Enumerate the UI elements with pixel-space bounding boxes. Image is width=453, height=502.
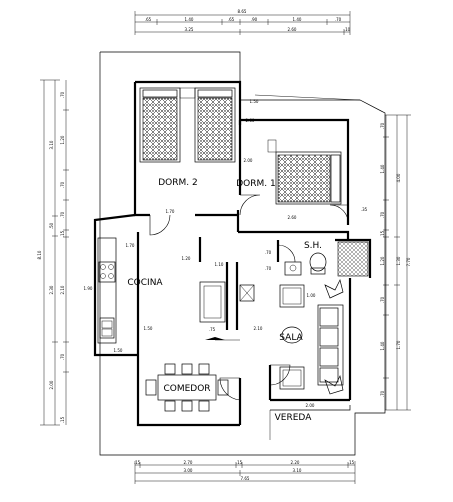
bottom-total-dim: 7.65	[241, 476, 250, 481]
interior-dim-5: 1.20	[182, 256, 191, 261]
bottom-dim-7: 3.10	[293, 468, 302, 473]
right-dim-1: 4.00	[396, 173, 401, 182]
room-label-sh: S.H.	[304, 241, 322, 251]
bottom-dim-6: 3.00	[184, 468, 193, 473]
interior-dim-17: 1.50	[144, 326, 153, 331]
interior-dim-2: 1.70	[126, 243, 135, 248]
top-dim-8: 2.60	[288, 27, 297, 32]
kitchen: COCINA	[97, 237, 163, 344]
left-dim-2: .50	[49, 222, 54, 229]
interior-dim-13: 1.50	[114, 348, 123, 353]
right-inner-dim-7: 1.40	[380, 341, 385, 350]
top-dim-7: 3.25	[185, 27, 194, 32]
bottom-dim-4: 2.20	[291, 460, 300, 465]
right-inner-dim-5: 1.20	[380, 256, 385, 265]
left-inner-dim-8: .15	[60, 416, 65, 423]
top-dim-6: .70	[335, 17, 342, 22]
interior-dim-8: .35	[361, 207, 368, 212]
left-dim-1: 3.10	[49, 140, 54, 149]
doors	[149, 194, 349, 401]
interior-dim-16: 1.00	[307, 293, 316, 298]
service-block	[199, 281, 255, 341]
roof-outline	[99, 51, 386, 456]
interior-dim-14: 2.10	[254, 326, 263, 331]
left-inner-dim-6: 2.10	[60, 285, 65, 294]
interior-dim-11: .70	[265, 266, 272, 271]
interior-dimensions: 1.70 1.70 2.60 1.50 1.20 1.10 .75 .35 2.…	[84, 99, 368, 408]
top-dim-1: .65	[145, 17, 152, 22]
bottom-dimensions: .15 2.70 .15 2.20 .15 3.00 3.10 7.65	[134, 460, 356, 484]
living-room-furniture: SALA	[279, 278, 344, 395]
bottom-dim-5: .15	[348, 460, 355, 465]
interior-dim-9: 2.00	[244, 158, 253, 163]
room-label-vereda: VEREDA	[275, 413, 313, 423]
left-total-dim: 8.10	[37, 250, 42, 259]
interior-dim-6: 1.10	[215, 262, 224, 267]
left-inner-dim-1: .70	[60, 91, 65, 98]
right-inner-dim-3: .70	[380, 211, 385, 218]
right-dim-2: 1.30	[396, 256, 401, 265]
left-inner-dim-4: .70	[60, 211, 65, 218]
walls	[93, 80, 372, 427]
interior-dim-7: .75	[209, 327, 216, 332]
bottom-dim-1: .15	[134, 460, 141, 465]
interior-dim-18: 2.60	[246, 118, 255, 123]
room-label-cocina: COCINA	[127, 278, 163, 288]
vereda: VEREDA	[269, 405, 351, 440]
interior-dim-10: .70	[265, 250, 272, 255]
right-dim-3: 1.70	[396, 340, 401, 349]
bottom-dim-3: .15	[236, 460, 243, 465]
dorm1-bed: DORM. 1	[236, 139, 342, 205]
room-label-comedor: COMEDOR	[163, 384, 210, 394]
interior-dim-4: 1.50	[250, 99, 259, 104]
top-dim-3: .65	[228, 17, 235, 22]
room-label-dorm1: DORM. 1	[236, 179, 275, 189]
bathroom: S.H.	[284, 241, 369, 277]
top-dim-5: 1.40	[293, 17, 302, 22]
right-inner-dim-2: 1.40	[380, 164, 385, 173]
interior-dim-1: 1.70	[166, 209, 175, 214]
top-dim-4: .90	[251, 17, 258, 22]
bottom-dim-2: 2.70	[184, 460, 193, 465]
interior-dim-3: 2.60	[288, 215, 297, 220]
room-label-sala: SALA	[279, 333, 303, 343]
top-total-dim: 8.65	[238, 9, 247, 14]
top-dimensions: 8.65 .65 1.40 .65 .90 1.40 .70 3.25 2.60…	[134, 9, 351, 35]
top-dim-2: 1.40	[185, 17, 194, 22]
left-inner-dim-5: .15	[60, 230, 65, 237]
left-inner-dim-7: .70	[60, 353, 65, 360]
left-dim-3: 2.30	[49, 285, 54, 294]
interior-dim-15: 2.00	[306, 403, 315, 408]
left-dim-4: 2.00	[49, 380, 54, 389]
dorm2-beds: DORM. 2	[139, 87, 236, 188]
right-dimensions: 7.70 4.00 1.30 1.70 .70 1.40 .70 .15 1.2…	[380, 114, 411, 411]
right-inner-dim-8: .70	[380, 390, 385, 397]
right-total-dim: 7.70	[406, 257, 411, 266]
top-dim-9: .10	[344, 27, 351, 32]
left-inner-dim-2: 1.20	[60, 135, 65, 144]
right-inner-dim-1: .70	[380, 122, 385, 129]
right-inner-dim-4: .15	[380, 230, 385, 237]
room-label-dorm2: DORM. 2	[158, 178, 197, 188]
left-inner-dim-3: .70	[60, 181, 65, 188]
right-inner-dim-6: .70	[380, 296, 385, 303]
left-dimensions: 8.10 3.10 .50 2.30 2.00 .70 1.20 .70 .70…	[37, 79, 69, 426]
dining-set: COMEDOR	[145, 363, 229, 412]
interior-dim-12: 1.90	[84, 286, 93, 291]
